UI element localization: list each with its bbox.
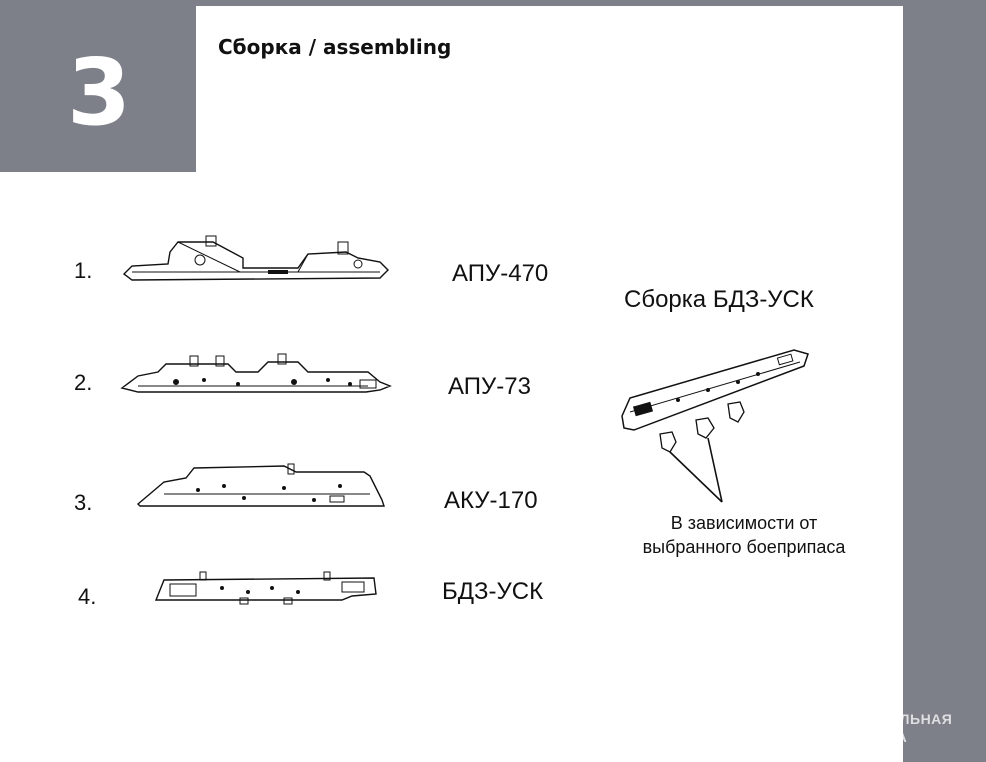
part-index-3: 3.	[74, 490, 93, 515]
apu-73-drawing	[120, 353, 392, 393]
part-index-2: 2.	[74, 370, 93, 395]
assembly-note-line-1: В зависимости от	[670, 513, 818, 533]
watermark: МОДЕЛЬНАЯ ЛАВКА	[818, 710, 978, 750]
watermark-text: МОДЕЛЬНАЯ ЛАВКА	[856, 710, 952, 746]
aku-170-drawing	[136, 463, 385, 507]
part-label-1: АПУ-470	[452, 260, 549, 287]
watermark-line-2: ЛАВКА	[856, 729, 908, 745]
instruction-sheet: 3 Сборка / assembling 1. АПУ-470 2. АПУ-…	[0, 6, 903, 762]
bdz-usk-assembly-drawing	[621, 349, 809, 503]
assembly-note: В зависимости от выбранного боеприпаса	[620, 511, 868, 559]
part-label-2: АПУ-73	[448, 373, 531, 400]
assembly-title: Сборка БДЗ-УСК	[624, 286, 814, 313]
apu-470-drawing	[122, 235, 389, 281]
step-number-box	[0, 6, 196, 172]
step-title: Сборка / assembling	[218, 35, 452, 59]
step-number: 3	[66, 38, 131, 146]
part-index-1: 1.	[74, 258, 93, 283]
part-label-4: БДЗ-УСК	[442, 578, 544, 605]
bdz-usk-drawing	[154, 571, 377, 605]
watermark-line-1: МОДЕЛЬНАЯ	[856, 711, 953, 727]
top-frame-band	[0, 0, 986, 6]
store-logo-icon	[820, 717, 851, 743]
assembly-note-line-2: выбранного боеприпаса	[642, 537, 846, 557]
part-index-4: 4.	[78, 584, 97, 609]
part-label-3: АКУ-170	[444, 487, 538, 514]
